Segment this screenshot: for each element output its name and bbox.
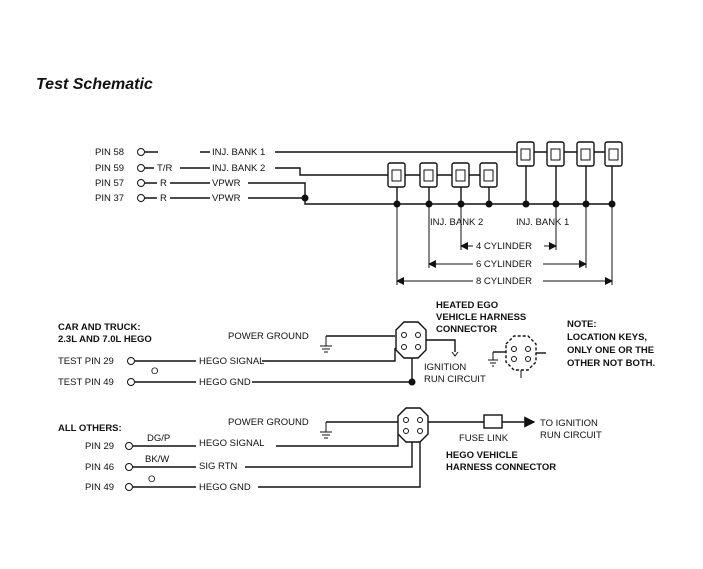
heated-ego-section: CAR AND TRUCK: 2.3L AND 7.0L HEGO POWER … (58, 300, 655, 388)
sig-rtn-label: SIG RTN (199, 461, 237, 472)
inj-bank-2-wire (145, 167, 400, 176)
pin-59-label: PIN 59 (95, 163, 124, 174)
connector-label: CONNECTOR (436, 324, 497, 335)
vpwr-signal-2: VPWR (212, 193, 241, 204)
hego-vehicle-label: HEGO VEHICLE (446, 450, 518, 461)
inj-bank-2-signal: INJ. BANK 2 (212, 163, 265, 174)
vpwr-wire-1 (145, 182, 306, 198)
note-line-3: ONLY ONE OR THE (567, 345, 654, 356)
pin-57-wire-color: R (160, 178, 167, 189)
hego-connector-icon (397, 407, 429, 443)
page-title: Test Schematic (36, 76, 153, 93)
ground-icon (320, 336, 332, 353)
pin-49-label-2: PIN 49 (85, 482, 114, 493)
to-ignition-label: TO IGNITION (540, 418, 598, 429)
test-pin-49-label: TEST PIN 49 (58, 377, 114, 388)
heated-ego-connector-icon (395, 321, 459, 359)
hego-gnd-label: HEGO GND (199, 377, 251, 388)
ground-icon (320, 422, 332, 439)
vpwr-signal-1: VPWR (212, 178, 241, 189)
pin-46-label: PIN 46 (85, 462, 114, 473)
bank-1-label: INJ. BANK 1 (516, 217, 569, 228)
vpwr-junction (301, 194, 309, 202)
fuse-link-icon (483, 414, 503, 429)
4-cylinder-label: 4 CYLINDER (476, 241, 532, 252)
note-line-4: OTHER NOT BOTH. (567, 358, 655, 369)
vehicle-harness-label: VEHICLE HARNESS (436, 312, 526, 323)
pin-37-wire-color: R (160, 193, 167, 204)
pin-59-terminal (137, 164, 145, 172)
note-label: NOTE: (567, 319, 597, 330)
pin-29-wire-color: DG/P (147, 433, 170, 444)
hego-engine-label: 2.3L AND 7.0L HEGO (58, 334, 152, 345)
6-cylinder-label: 6 CYLINDER (476, 259, 532, 270)
8-cylinder-label: 8 CYLINDER (476, 276, 532, 287)
pin-37-terminal (137, 194, 145, 202)
pin-58-label: PIN 58 (95, 147, 124, 158)
hego-other-section: ALL OTHERS: POWER GROUND PIN 29 DG/P HEG… (58, 407, 602, 493)
pin-29-label: PIN 29 (85, 441, 114, 452)
hego-signal-label: HEGO SIGNAL (199, 356, 264, 367)
harness-connector-label: HARNESS CONNECTOR (446, 462, 556, 473)
ignition-label: IGNITION (424, 362, 466, 373)
pin-46-wire-color: BK/W (145, 454, 169, 465)
alt-connector-icon (488, 335, 546, 378)
bank-1-injectors (516, 141, 623, 208)
bank-2-label: INJ. BANK 2 (430, 217, 483, 228)
pin-57-label: PIN 57 (95, 178, 124, 189)
pin-49-wire-color-2: O (148, 474, 155, 485)
pin-57-terminal (137, 179, 145, 187)
car-truck-label: CAR AND TRUCK: (58, 322, 141, 333)
hego-signal-label-2: HEGO SIGNAL (199, 438, 264, 449)
injector-section: PIN 58 PIN 59 PIN 57 PIN 37 T/R R R INJ.… (95, 141, 623, 287)
run-circuit-label: RUN CIRCUIT (424, 374, 486, 385)
pin-58-terminal (137, 148, 145, 156)
inj-bank-1-signal: INJ. BANK 1 (212, 147, 265, 158)
hego-gnd-label-2: HEGO GND (199, 482, 251, 493)
heated-ego-label: HEATED EGO (436, 300, 498, 311)
bank-2-injectors (387, 162, 498, 208)
pin-59-wire-color: T/R (157, 163, 172, 174)
power-ground-label-2: POWER GROUND (228, 417, 309, 428)
test-pin-29-label: TEST PIN 29 (58, 356, 114, 367)
note-line-2: LOCATION KEYS, (567, 332, 647, 343)
all-others-label: ALL OTHERS: (58, 423, 122, 434)
run-circuit-label-2: RUN CIRCUIT (540, 430, 602, 441)
power-ground-label: POWER GROUND (228, 331, 309, 342)
pin-49-wire-color: O (151, 366, 158, 377)
fuse-link-label: FUSE LINK (459, 433, 509, 444)
pin-37-label: PIN 37 (95, 193, 124, 204)
